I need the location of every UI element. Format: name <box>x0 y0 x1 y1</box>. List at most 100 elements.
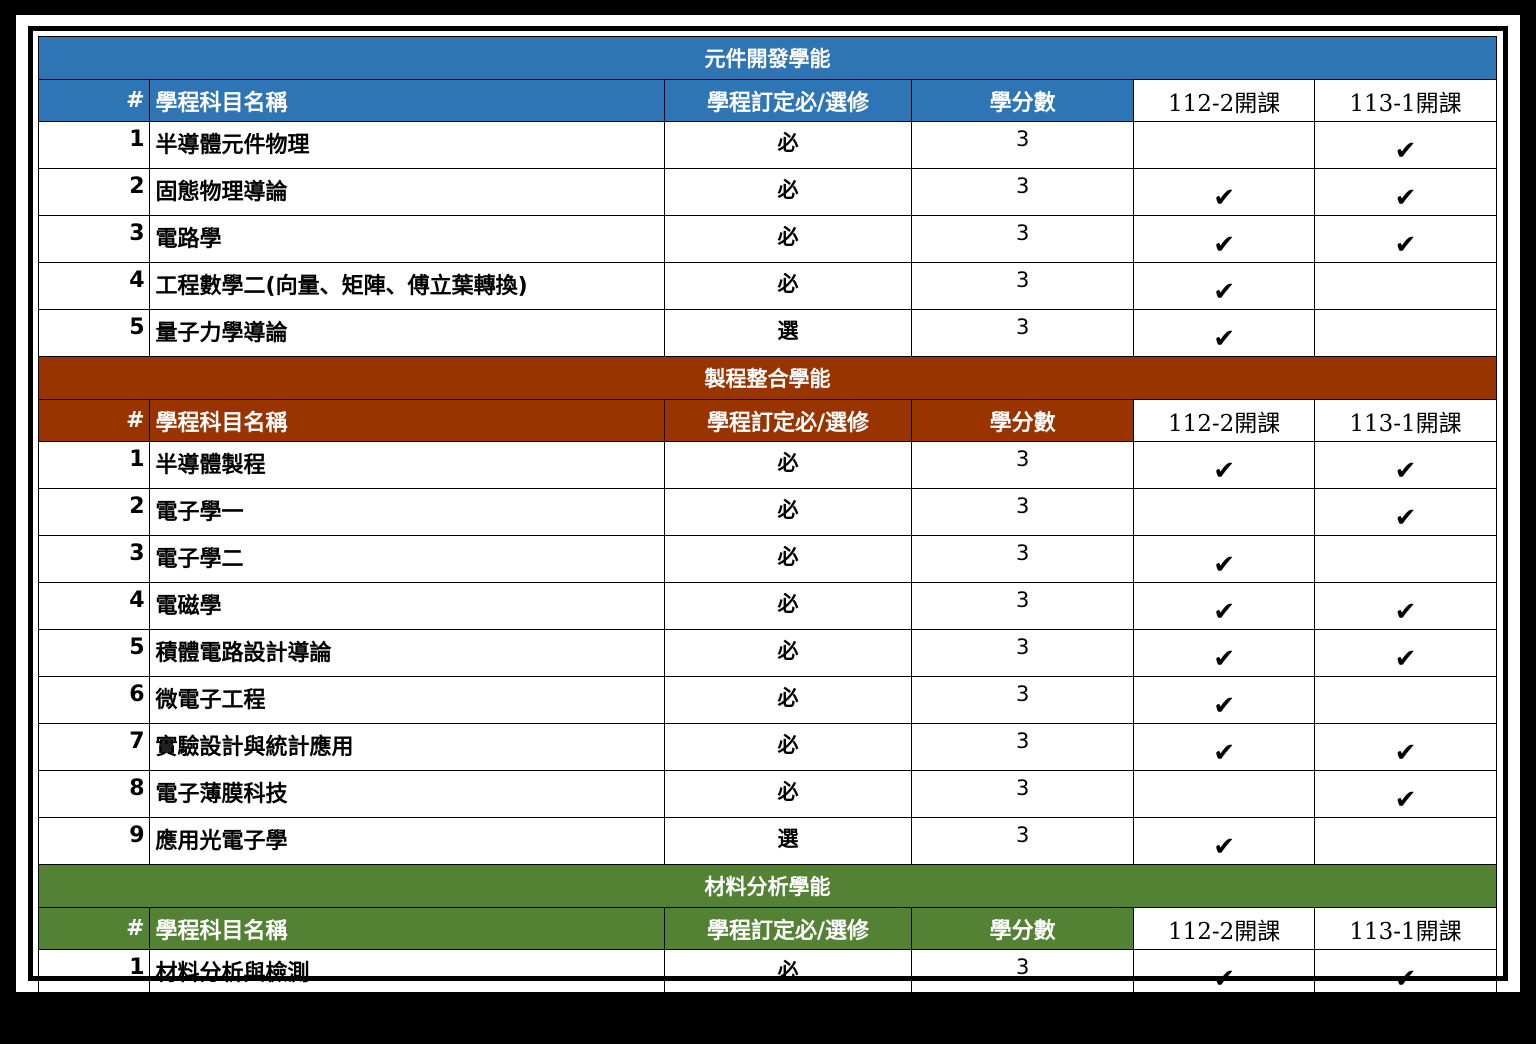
course-number: 9 <box>38 817 150 865</box>
course-required-type: 必 <box>663 488 913 536</box>
course-required-type: 必 <box>663 535 913 583</box>
course-number: 2 <box>38 168 150 216</box>
course-number: 2 <box>38 488 150 536</box>
course-name: 半導體製程 <box>148 441 665 489</box>
header-credits: 學分數 <box>911 907 1135 950</box>
check-mark-icon: ✔ <box>1133 817 1316 865</box>
check-mark-icon: ✔ <box>1133 309 1316 357</box>
course-credits: 3 <box>911 262 1135 310</box>
check-mark-icon: ✔ <box>1133 215 1316 263</box>
course-name: 電路學 <box>148 215 665 263</box>
header-required: 學程訂定必/選修 <box>663 79 913 122</box>
check-mark-icon: ✔ <box>1133 262 1316 310</box>
header-num: # <box>38 79 150 122</box>
course-required-type: 必 <box>663 168 913 216</box>
course-required-type: 必 <box>663 262 913 310</box>
header-course-name: 學程科目名稱 <box>148 399 665 442</box>
course-name: 固態物理導論 <box>148 168 665 216</box>
empty-offer-cell <box>1133 121 1316 169</box>
course-name: 量子力學導論 <box>148 309 665 357</box>
check-mark-icon: ✔ <box>1314 582 1497 630</box>
check-mark-icon: ✔ <box>1133 535 1316 583</box>
course-credits: 3 <box>911 168 1135 216</box>
course-number: 5 <box>38 309 150 357</box>
course-name: 應用光電子學 <box>148 817 665 865</box>
header-course-name: 學程科目名稱 <box>148 907 665 950</box>
course-number: 4 <box>38 582 150 630</box>
course-name: 實驗設計與統計應用 <box>148 723 665 771</box>
course-number: 8 <box>38 770 150 818</box>
course-credits: 3 <box>911 723 1135 771</box>
course-name: 工程數學二(向量、矩陣、傅立葉轉換) <box>148 262 665 310</box>
empty-offer-cell <box>1314 676 1497 724</box>
course-name: 電子薄膜科技 <box>148 770 665 818</box>
course-number: 1 <box>38 441 150 489</box>
course-name: 積體電路設計導論 <box>148 629 665 677</box>
course-required-type: 必 <box>663 949 913 997</box>
course-credits: 3 <box>911 582 1135 630</box>
course-credits: 3 <box>911 535 1135 583</box>
course-name: 電子學二 <box>148 535 665 583</box>
section-banner: 製程整合學能 <box>38 356 1497 400</box>
check-mark-icon: ✔ <box>1314 488 1497 536</box>
check-mark-icon: ✔ <box>1314 215 1497 263</box>
header-required: 學程訂定必/選修 <box>663 907 913 950</box>
section-banner: 材料分析學能 <box>38 864 1497 908</box>
check-mark-icon: ✔ <box>1133 723 1316 771</box>
header-offer-112-2: 112-2開課 <box>1133 907 1316 950</box>
empty-offer-cell <box>1133 488 1316 536</box>
course-required-type: 必 <box>663 723 913 771</box>
course-name: 電磁學 <box>148 582 665 630</box>
course-credits: 3 <box>911 629 1135 677</box>
course-credits: 3 <box>911 488 1135 536</box>
check-mark-icon: ✔ <box>1314 949 1497 997</box>
header-offer-113-1: 113-1開課 <box>1314 79 1497 122</box>
header-course-name: 學程科目名稱 <box>148 79 665 122</box>
header-credits: 學分數 <box>911 399 1135 442</box>
empty-offer-cell <box>1133 770 1316 818</box>
section-banner: 元件開發學能 <box>38 36 1497 80</box>
check-mark-icon: ✔ <box>1133 949 1316 997</box>
course-name: 電子學一 <box>148 488 665 536</box>
course-required-type: 必 <box>663 441 913 489</box>
check-mark-icon: ✔ <box>1133 996 1316 1044</box>
course-required-type: 必 <box>663 629 913 677</box>
empty-offer-cell <box>1314 309 1497 357</box>
course-credits: 3 <box>911 817 1135 865</box>
header-offer-113-1: 113-1開課 <box>1314 907 1497 950</box>
course-name: 儀器分析 <box>148 996 665 1044</box>
check-mark-icon: ✔ <box>1314 441 1497 489</box>
course-required-type: 選 <box>663 309 913 357</box>
header-offer-112-2: 112-2開課 <box>1133 399 1316 442</box>
course-number: 1 <box>38 949 150 997</box>
section-title: 元件開發學能 <box>38 36 1497 80</box>
course-required-type: 必 <box>663 215 913 263</box>
check-mark-icon: ✔ <box>1133 168 1316 216</box>
check-mark-icon: ✔ <box>1133 629 1316 677</box>
course-number: 3 <box>38 535 150 583</box>
check-mark-icon: ✔ <box>1314 121 1497 169</box>
check-mark-icon: ✔ <box>1314 168 1497 216</box>
section-title: 材料分析學能 <box>38 864 1497 908</box>
course-number: 4 <box>38 262 150 310</box>
header-offer-113-1: 113-1開課 <box>1314 399 1497 442</box>
course-number: 3 <box>38 215 150 263</box>
course-credits: 3 <box>911 996 1135 1044</box>
